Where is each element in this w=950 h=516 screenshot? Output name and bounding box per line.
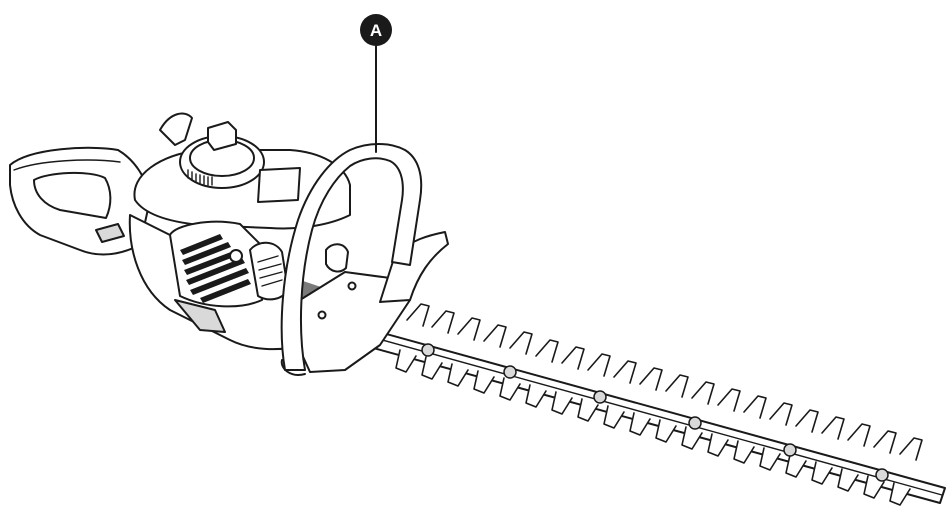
callout-a: A <box>360 14 392 153</box>
blade-teeth-top <box>406 303 923 461</box>
front-handle <box>280 143 423 376</box>
blade-teeth-bottom <box>395 349 911 506</box>
callout-a-badge <box>360 14 392 46</box>
air-filter-grille <box>180 234 251 303</box>
blade-bolts <box>421 343 889 482</box>
fuel-cap-ribs <box>187 169 213 186</box>
cutting-blade <box>365 303 946 506</box>
rear-handle <box>9 146 151 256</box>
callout-a-letter: A <box>370 21 382 40</box>
